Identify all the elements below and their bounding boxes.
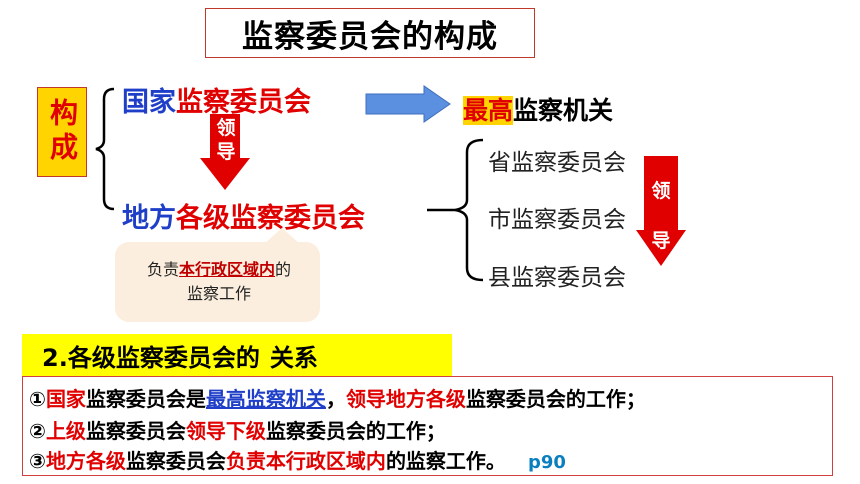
local-core: 各级监察委员会 — [176, 203, 365, 234]
lead-arrow-label: 领导 — [216, 117, 236, 163]
section-heading: 2.各级监察委员会的关系 — [22, 334, 452, 376]
title-box: 监察委员会的构成 — [205, 8, 535, 58]
highest-organ: 最高监察机关 — [463, 91, 613, 127]
note-post: 的 — [275, 260, 292, 279]
lead-arrow-down-right-icon — [636, 156, 686, 266]
sub-level-city: 市监察委员会 — [488, 207, 626, 233]
relation-3-d: 的监察工作。 — [385, 449, 506, 473]
local-prefix: 地方 — [122, 203, 176, 234]
relation-line-2: ②上级监察委员会领导下级监察委员会的工作； — [29, 415, 446, 444]
note-emph: 本行政区域内 — [178, 260, 275, 279]
national-committee: 国家监察委员会 — [122, 80, 311, 119]
relations-box: ①国家监察委员会是最高监察机关，领导地方各级监察委员会的工作； ②上级监察委员会… — [22, 376, 833, 476]
relation-2-c: 领导下级 — [185, 419, 266, 443]
sub-level-county: 县监察委员会 — [488, 265, 626, 291]
relation-line-3: ③地方各级监察委员会负责本行政区域内的监察工作。 p90 — [29, 445, 566, 474]
local-committee: 地方各级监察委员会 — [122, 196, 365, 235]
national-prefix: 国家 — [122, 87, 176, 118]
note-pointer — [264, 228, 300, 244]
sub-level-province: 省监察委员会 — [488, 150, 626, 176]
page-reference: p90 — [527, 452, 566, 473]
section-prefix: 2.各级监察委员会的 — [42, 343, 260, 372]
relation-1-b: 监察委员会是 — [85, 387, 206, 411]
note-line2: 监察工作 — [186, 284, 251, 303]
relation-2-d: 监察委员会的工作； — [265, 419, 446, 443]
note-bubble — [115, 242, 320, 322]
page-title: 监察委员会的构成 — [242, 18, 498, 55]
right-arrow-icon — [365, 85, 451, 123]
relation-1-mark: ① — [29, 387, 46, 411]
relation-3-mark: ③ — [29, 449, 46, 473]
relation-2-b: 监察委员会 — [85, 419, 186, 443]
left-bracket — [95, 87, 115, 211]
relation-3-a: 地方各级 — [45, 449, 126, 473]
relation-2-mark: ② — [29, 419, 46, 443]
right-bracket — [427, 138, 484, 282]
composition-label-box: 构成 — [37, 87, 87, 177]
national-core: 监察委员会 — [176, 87, 311, 118]
section-emph: 关系 — [269, 343, 318, 372]
relation-2-a: 上级 — [45, 419, 86, 443]
relation-3-b: 监察委员会 — [125, 449, 226, 473]
lead-arrow-right-label: 领导 — [651, 180, 671, 252]
relation-1-f: 监察委员会的工作； — [465, 387, 646, 411]
lead-arrow-down-icon — [200, 114, 250, 190]
relation-3-c: 负责本行政区域内 — [225, 449, 386, 473]
relation-1-d: ， — [325, 387, 346, 411]
note-text: 负责本行政区域内的 监察工作 — [124, 258, 314, 306]
note-pre: 负责 — [146, 260, 179, 279]
relation-1-c: 最高监察机关 — [205, 387, 326, 411]
relation-line-1: ①国家监察委员会是最高监察机关，领导地方各级监察委员会的工作； — [29, 383, 646, 412]
relation-1-a: 国家 — [45, 387, 86, 411]
highest-rest: 监察机关 — [513, 96, 614, 125]
highest-emph: 最高 — [463, 96, 514, 125]
relation-1-e: 领导地方各级 — [345, 387, 466, 411]
composition-label: 构成 — [46, 98, 79, 166]
